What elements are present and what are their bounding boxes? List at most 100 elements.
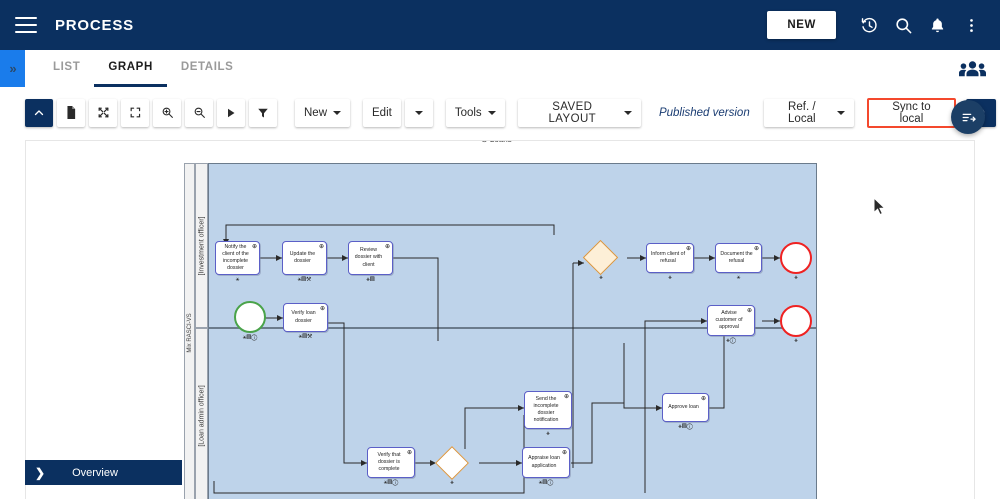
task-roles: ⚹ⓘ <box>726 338 736 344</box>
task-label: Verify that dossier is complete <box>377 451 401 472</box>
end-event-roles: ⚹ <box>794 338 798 344</box>
task-roles: ⚹▤ⓘ <box>538 480 554 486</box>
app-header: PROCESS NEW <box>0 0 1000 50</box>
task-roles: ⚹ <box>235 277 240 283</box>
new-button[interactable]: NEW <box>767 11 836 39</box>
task-label: Review dossier with client <box>354 247 383 268</box>
task-label: Inform client of refusal <box>650 250 686 264</box>
collapsed-subprocess-icon: ⊕ <box>753 246 759 252</box>
gateway-roles: ⚹ <box>450 480 454 486</box>
export-list-icon[interactable] <box>951 100 985 134</box>
edit-label: Edit <box>372 106 392 119</box>
pool-label: Mix RASCI-VS <box>184 163 195 499</box>
end-event-approval[interactable] <box>780 305 812 337</box>
collapsed-subprocess-icon: ⊕ <box>318 244 324 250</box>
collapsed-subprocess-icon: ⊕ <box>561 450 567 456</box>
sync-to-local-label: Sync to local <box>892 100 931 125</box>
task-roles: ⚹▤ⓘ <box>383 480 399 486</box>
task-label: Document the refusal <box>720 250 753 264</box>
new-menu-button[interactable]: New <box>295 98 350 127</box>
published-version-label: Published version <box>658 106 750 119</box>
edit-dropdown-button[interactable] <box>404 98 433 127</box>
end-event-roles: ⚹ <box>794 275 798 281</box>
tab-strip: » LIST GRAPH DETAILS <box>0 50 1000 88</box>
saved-layout-select[interactable]: SAVED LAYOUT <box>517 98 641 127</box>
people-icon[interactable] <box>959 50 1000 87</box>
zoom-in-icon[interactable] <box>153 98 181 127</box>
chevron-down-icon <box>836 110 845 115</box>
app-header-actions: NEW <box>767 8 1000 42</box>
ref-local-label: Ref. / Local <box>788 100 816 125</box>
task-label: Appraise loan application <box>528 455 560 469</box>
task-approve-loan[interactable]: ⊕ Approve loan <box>662 393 709 422</box>
document-icon[interactable] <box>57 98 85 127</box>
task-update-the-dossier[interactable]: ⊕ Update the dossier <box>282 241 327 275</box>
more-vert-icon[interactable] <box>954 8 988 42</box>
play-icon[interactable] <box>217 98 245 127</box>
task-inform-client-of-refusal[interactable]: ⊕ Inform client of refusal <box>646 243 694 273</box>
task-label: Advise customer of approval <box>715 309 743 330</box>
bell-icon[interactable] <box>920 8 954 42</box>
chevron-down-icon <box>414 110 423 115</box>
tab-list: LIST GRAPH DETAILS <box>25 50 247 87</box>
collapsed-subprocess-icon: ⊕ <box>251 244 257 250</box>
expand-arrows-icon[interactable] <box>89 98 117 127</box>
lane-label-loan-admin-officer: [Loan admin officer] <box>195 328 208 499</box>
task-roles: ⚹▤ⓘ <box>678 424 693 430</box>
hamburger-icon[interactable] <box>15 17 37 33</box>
task-appraise-loan-application[interactable]: ⊕ Appraise loan application <box>522 447 570 478</box>
task-notify-client-incomplete-dossier[interactable]: ⊕ Notify the client of the incomplete do… <box>215 241 260 275</box>
search-icon[interactable] <box>886 8 920 42</box>
chevron-right-icon: ❯ <box>35 465 46 480</box>
bpmn-diagram: Mix RASCI-VS [Investment officer] [Loan … <box>184 163 817 499</box>
collapsed-subprocess-icon: ⊕ <box>406 450 412 456</box>
zoom-out-icon[interactable] <box>185 98 213 127</box>
fullscreen-icon[interactable] <box>121 98 149 127</box>
tab-graph[interactable]: GRAPH <box>94 50 167 87</box>
task-roles: ⚹ <box>736 275 741 281</box>
task-label: Approve loan <box>668 403 699 410</box>
chevron-down-icon <box>333 110 342 115</box>
task-verify-dossier-is-complete[interactable]: ⊕ Verify that dossier is complete <box>367 447 415 478</box>
edit-button[interactable]: Edit <box>363 98 401 127</box>
task-send-incomplete-dossier-notification[interactable]: ⊕ Send the incomplete dossier notificati… <box>524 391 572 429</box>
collapsed-subprocess-icon: ⊕ <box>700 396 706 402</box>
tab-list-view[interactable]: LIST <box>53 61 81 73</box>
collapsed-subprocess-icon: ⊕ <box>746 308 752 314</box>
history-icon[interactable] <box>852 8 886 42</box>
task-label: Verify loan dossier <box>291 310 316 324</box>
overview-panel-toggle[interactable]: ❯ Overview <box>25 460 182 485</box>
end-event-refusal[interactable] <box>780 242 812 274</box>
sequence-flows <box>213 224 780 494</box>
task-roles: ⚹▤⚒ <box>297 277 312 283</box>
tab-details[interactable]: DETAILS <box>180 61 234 73</box>
lane-body-loan-admin-officer <box>208 328 817 499</box>
task-document-the-refusal[interactable]: ⊕ Document the refusal <box>715 243 762 273</box>
saved-layout-label: SAVED LAYOUT <box>548 100 597 125</box>
tools-menu-button[interactable]: Tools <box>445 98 505 127</box>
collapse-toolbar-button[interactable] <box>25 98 53 127</box>
gateway-roles: ⚹ <box>599 275 603 281</box>
graph-canvas[interactable]: ⊙ Loans Mix RASCI-VS [Investment officer… <box>25 140 975 499</box>
chevron-down-icon <box>623 110 632 115</box>
start-event-roles: ⚹▤ⓘ <box>242 335 258 341</box>
filter-icon[interactable] <box>249 98 277 127</box>
overview-label: Overview <box>72 466 118 479</box>
sync-to-local-button[interactable]: Sync to local <box>866 97 957 128</box>
start-event[interactable] <box>234 301 266 333</box>
ref-local-menu-button[interactable]: Ref. / Local <box>763 98 854 127</box>
collapsed-subprocess-icon: ⊕ <box>685 246 691 252</box>
page-title: PROCESS <box>55 16 134 34</box>
task-review-dossier-with-client[interactable]: ⊕ Review dossier with client <box>348 241 393 275</box>
sidebar-expand-button[interactable]: » <box>0 50 25 87</box>
collapsed-subprocess-icon: ⊕ <box>319 306 325 312</box>
task-verify-loan-dossier[interactable]: ⊕ Verify loan dossier <box>283 303 328 332</box>
task-label: Send the incomplete dossier notification <box>533 395 559 424</box>
task-label: Update the dossier <box>289 250 316 264</box>
graph-toolbar: New Edit Tools SAVED LAYOUT Published ve… <box>0 87 1000 138</box>
task-roles: ⚹▤⚒ <box>298 334 313 340</box>
new-menu-label: New <box>304 106 328 119</box>
task-advise-customer-of-approval[interactable]: ⊕ Advise customer of approval <box>707 305 755 336</box>
task-roles: ⚹▤ <box>366 277 375 283</box>
chevron-down-icon <box>487 110 496 115</box>
